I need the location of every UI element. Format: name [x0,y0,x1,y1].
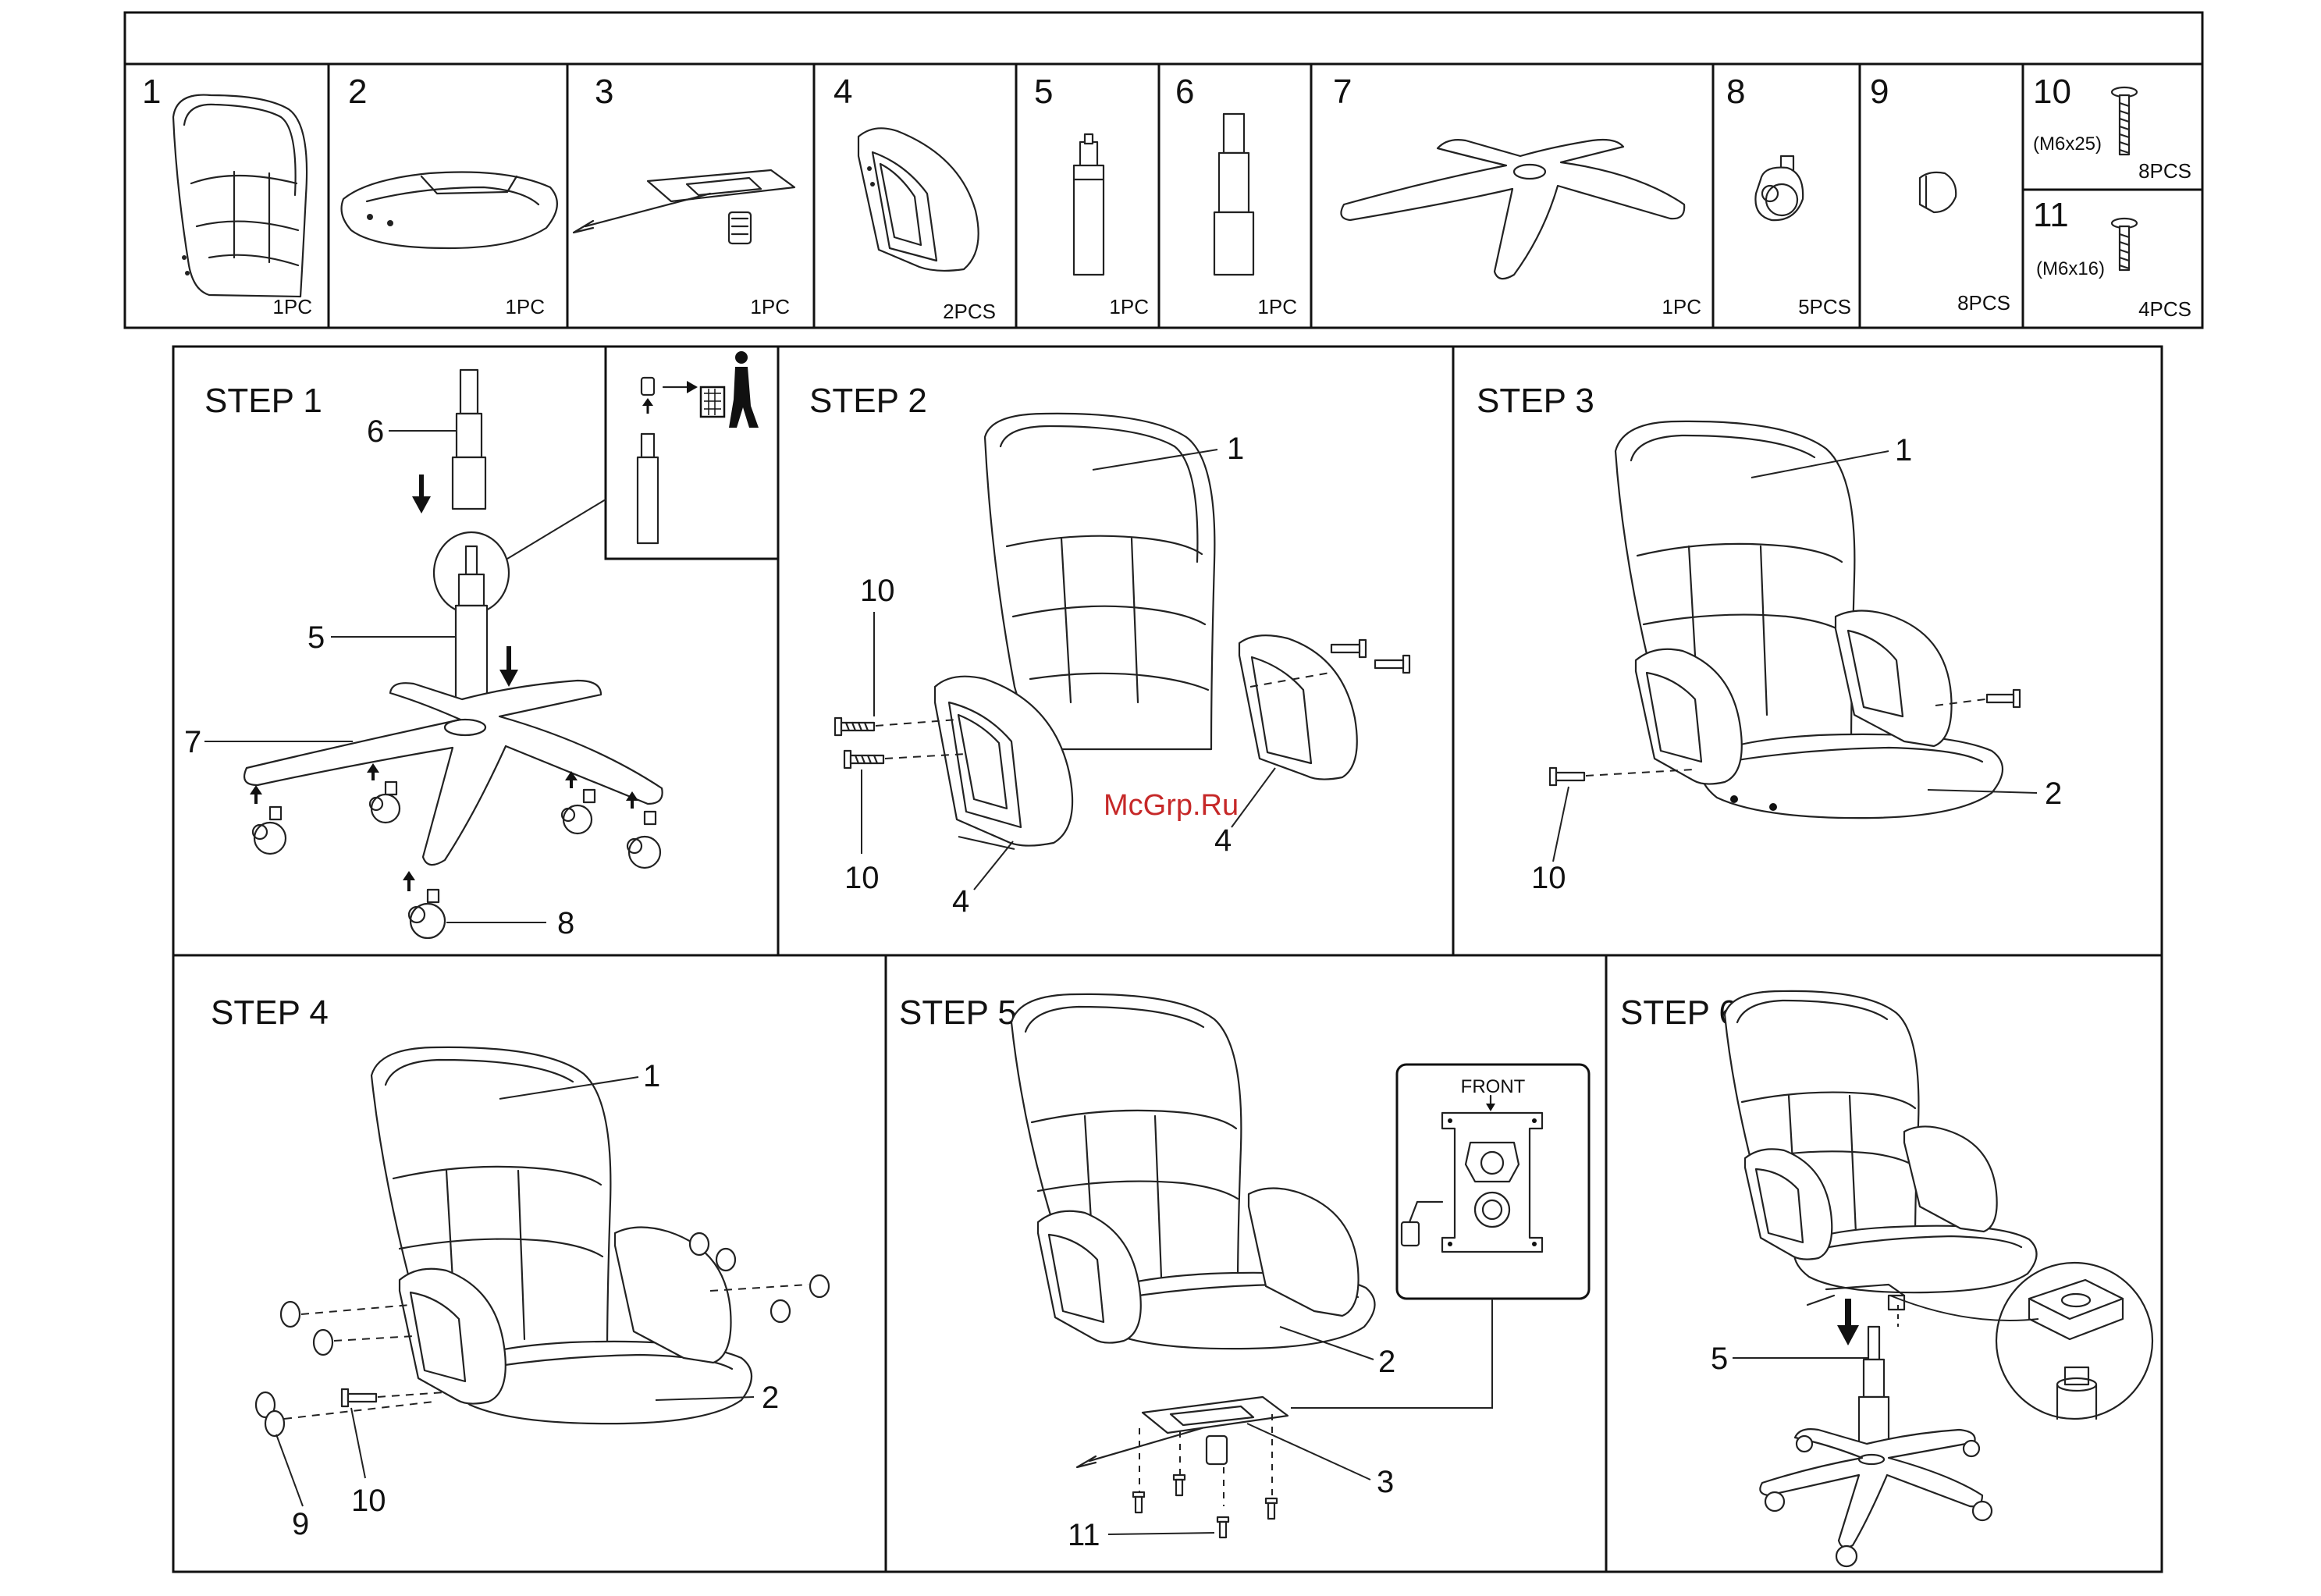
callout: 4 [1214,823,1232,858]
callout: 8 [557,906,574,940]
part-quantity: 1PC [1109,295,1149,318]
backrest-icon [173,95,307,297]
bolt-cap-icon [1920,172,1956,212]
callout: 5 [1711,1342,1728,1376]
callout: 10 [1531,861,1566,895]
long-screw-icon [1331,640,1366,657]
step-title: STEP 1 [204,382,322,420]
callout: 2 [2045,777,2062,811]
callout: 5 [307,620,325,655]
bolt-cap-icon [281,1302,300,1327]
part-number: 3 [595,73,613,111]
bolt-cap-icon [265,1411,284,1436]
screw-size: (M6x25) [2033,133,2102,155]
long-screw-icon [844,751,883,768]
part-quantity: 2PCS [943,300,996,323]
callout: 4 [952,884,969,919]
short-screw-icon [1133,1492,1144,1512]
part-number: 8 [1726,73,1745,111]
callout: 7 [184,725,201,759]
part-quantity: 5PCS [1798,295,1851,318]
part-number: 6 [1175,73,1194,111]
step-title: STEP 6 [1620,994,1738,1032]
part-number: 11 [2033,196,2069,234]
bolt-cap-icon [716,1249,735,1271]
step1-illustration: 6 5 7 [184,347,778,940]
step3-illustration: 1 2 10 [1531,421,2062,895]
part-number: 9 [1870,73,1889,111]
part-number: 7 [1333,73,1352,111]
long-screw-icon [2112,87,2137,155]
step-title: STEP 5 [899,994,1017,1032]
lift-cover-icon [1214,114,1253,275]
long-screw-icon [342,1389,376,1406]
long-screw-icon [1375,656,1409,673]
callout: 2 [1378,1345,1395,1379]
callout: 1 [1895,433,1912,467]
seat-cushion-icon [342,172,557,248]
part-quantity: 1PC [272,295,312,318]
short-screw-icon [1174,1475,1185,1495]
step-title: STEP 3 [1477,382,1594,420]
callout: 1 [643,1059,660,1093]
five-star-base-icon [1341,140,1684,279]
part-quantity: 1PC [1257,295,1297,318]
step6-illustration: 5 [1711,991,2152,1566]
callout: 10 [860,574,895,608]
screw-size: (M6x16) [2036,258,2105,279]
long-screw-icon [835,718,874,735]
step4-illustration: 1 2 9 10 [256,1047,829,1541]
callout: 10 [351,1484,386,1518]
caster-icon [367,763,400,823]
inset-label: FRONT [1461,1076,1526,1097]
step5-illustration: 2 3 11 FRONT [1011,994,1589,1552]
part-quantity: 1PC [505,295,545,318]
tilt-mechanism-icon [574,170,794,243]
part-number: 10 [2033,73,2071,111]
callout: 3 [1377,1465,1394,1499]
bolt-cap-icon [314,1330,332,1355]
bolt-cap-icon [690,1233,709,1255]
parts-table [125,12,2202,328]
watermark: McGrp.Ru [1104,789,1239,822]
armrest-icon [858,128,979,271]
part-number: 5 [1034,73,1053,111]
bolt-cap-icon [771,1300,790,1322]
bolt-cap-icon [810,1275,829,1297]
short-screw-icon [2112,219,2137,270]
step-title: STEP 2 [809,382,927,420]
callout: 1 [1227,432,1244,466]
caster-icon [1755,156,1803,220]
gas-lift-icon [1074,134,1104,275]
callout: 2 [762,1381,779,1415]
callout: 11 [1068,1518,1100,1552]
long-screw-icon [1550,768,1584,785]
callout: 10 [844,861,880,895]
caster-icon [250,785,286,854]
callout: 9 [292,1507,309,1541]
trash-icon [701,351,759,428]
part-quantity: 1PC [1662,295,1701,318]
part-number: 1 [142,73,161,111]
part-quantity: 1PC [750,295,790,318]
part-number: 4 [833,73,852,111]
long-screw-icon [1987,690,2020,707]
caster-icon [403,871,445,938]
short-screw-icon [1217,1517,1228,1537]
discard-inset [638,351,759,543]
short-screw-icon [1266,1498,1277,1519]
part-quantity: 8PCS [1957,291,2010,315]
callout: 6 [367,414,384,449]
part-quantity: 8PCS [2138,159,2191,183]
part-quantity: 4PCS [2138,297,2191,321]
step2-illustration: 1 4 4 10 10 [835,414,1409,919]
part-number: 2 [348,73,367,111]
step-title: STEP 4 [211,994,329,1032]
